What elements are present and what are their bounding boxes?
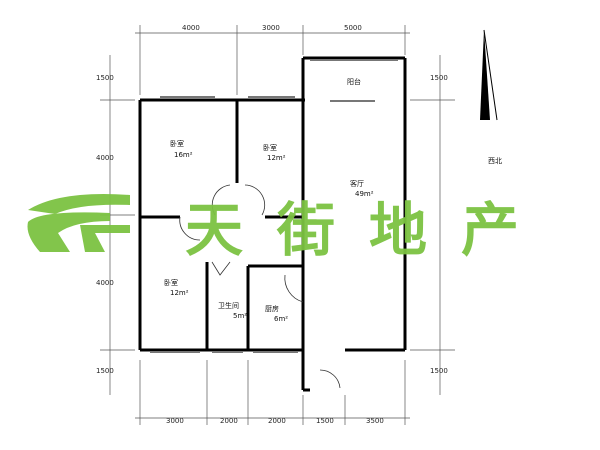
dim-bottom-2: 2000 xyxy=(220,417,238,425)
dim-left-2: 4000 xyxy=(96,154,114,162)
kitchen-area: 6m² xyxy=(274,315,288,323)
bathroom-area: 5m² xyxy=(233,312,247,320)
walls xyxy=(138,56,407,392)
dim-left-4: 1500 xyxy=(96,367,114,375)
living-label: 客厅 xyxy=(350,179,364,188)
bedroom2-label: 卧室 xyxy=(263,143,277,152)
bedroom3-area: 12m² xyxy=(170,289,189,297)
bedroom1-label: 卧室 xyxy=(170,139,184,148)
dim-top-1: 4000 xyxy=(182,24,200,32)
bathroom-label: 卫生间 xyxy=(218,301,239,310)
dim-top-3: 5000 xyxy=(344,24,362,32)
bedroom2-area: 12m² xyxy=(267,154,286,162)
watermark-text: 天街地产 xyxy=(185,196,553,264)
watermark-logo: 天街地产 xyxy=(27,194,553,264)
dim-bottom-1: 3000 xyxy=(166,417,184,425)
north-arrow-icon xyxy=(480,29,498,121)
dim-top-2: 3000 xyxy=(262,24,280,32)
dim-bottom-5: 3500 xyxy=(366,417,384,425)
bedroom3-label: 卧室 xyxy=(164,278,178,287)
bedroom1-area: 16m² xyxy=(174,151,193,159)
living-area: 49m² xyxy=(355,190,374,198)
compass-label: 西北 xyxy=(488,157,502,165)
windows xyxy=(150,59,398,353)
dim-bottom-4: 1500 xyxy=(316,417,334,425)
dim-left-1: 1500 xyxy=(96,74,114,82)
dim-right-1: 1500 xyxy=(430,74,448,82)
dim-right-2: 1500 xyxy=(430,367,448,375)
doors xyxy=(179,184,341,389)
kitchen-label: 厨房 xyxy=(265,304,279,313)
dim-bottom-3: 2000 xyxy=(268,417,286,425)
balcony-label: 阳台 xyxy=(347,77,361,86)
dim-left-3: 4000 xyxy=(96,279,114,287)
